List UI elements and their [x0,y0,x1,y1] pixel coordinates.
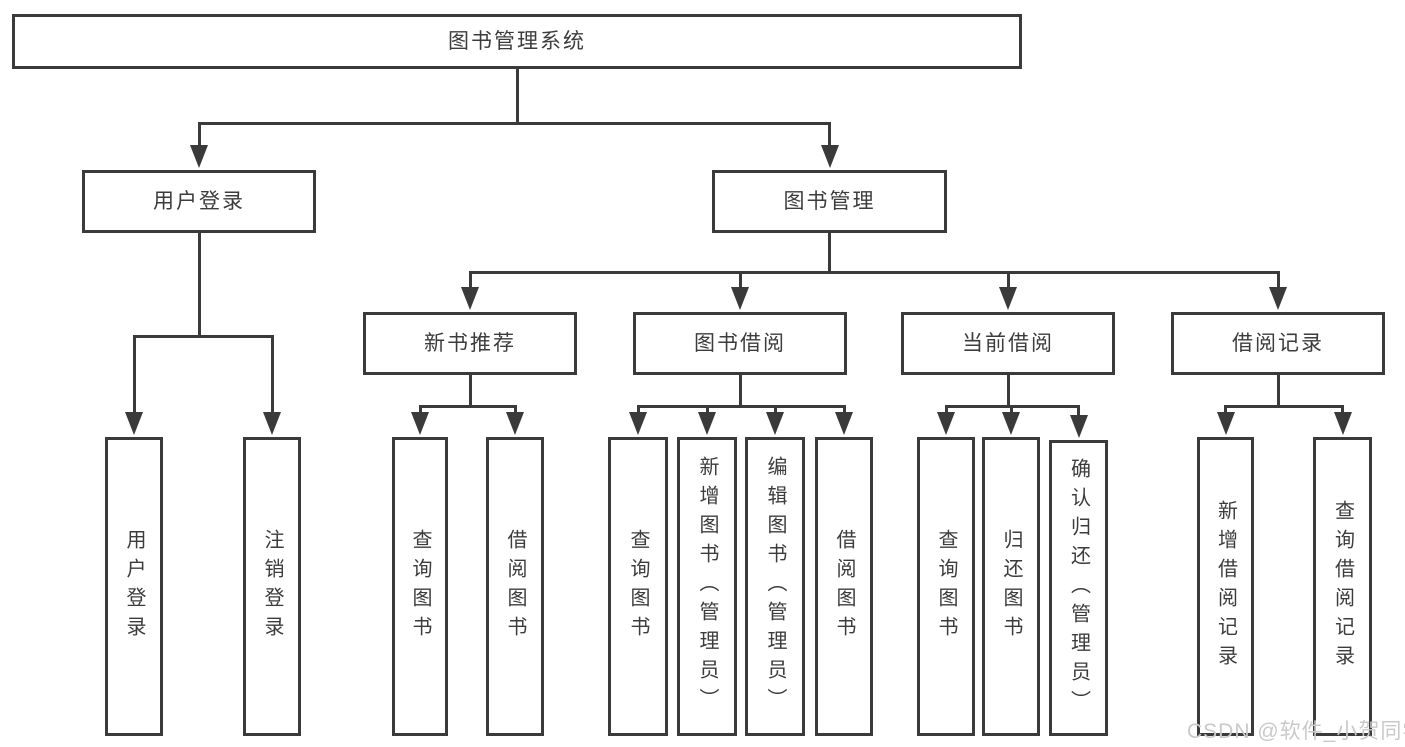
node-nb-borrow-books: 借阅图书 [486,437,544,736]
node-label: 查询图书 [627,528,649,645]
connector-line [197,122,201,149]
node-label: 借阅图书 [833,528,855,645]
arrow-down-icon [1069,415,1088,438]
node-label: 用户登录 [153,190,245,213]
arrow-down-icon [1002,412,1020,435]
arrow-down-icon [731,287,749,310]
node-label: 注销登录 [261,528,283,645]
node-book-borrowing: 图书借阅 [633,312,847,375]
connector-line [842,405,846,416]
node-cb-query-books: 查询图书 [917,437,975,736]
arrow-down-icon [411,412,429,435]
node-user-login: 用户登录 [82,170,316,233]
connector-line [197,233,201,338]
connector-line [738,271,742,291]
connector-line [418,405,422,416]
node-label: 查询借阅记录 [1331,499,1354,674]
connector-line [468,271,472,291]
connector-line [738,375,742,408]
node-library-management-system: 图书管理系统 [12,14,1022,69]
connector-line [418,405,517,408]
connector-line [1077,405,1080,419]
connector-line [773,405,777,416]
node-book-management: 图书管理 [712,170,947,233]
connector-line [1224,405,1227,416]
connector-line [1009,405,1013,416]
node-label: 当前借阅 [962,332,1054,355]
node-bb-edit-books-admin: 编辑图书（管理员） [745,437,805,736]
connector-line [705,405,709,416]
connector-line [468,375,472,408]
arrow-down-icon [263,412,281,435]
node-cb-confirm-return-admin: 确认归还（管理员） [1049,440,1108,736]
node-nb-query-books: 查询图书 [392,437,448,736]
connector-line [132,335,274,338]
node-bb-add-books-admin: 新增图书（管理员） [677,437,737,736]
connector-line [132,335,136,416]
watermark: CSDN @软件_小贺同学 [1187,720,1405,743]
node-new-book-recommendation: 新书推荐 [363,312,577,375]
connector-line [1341,405,1344,416]
arrow-down-icon [1269,287,1287,310]
node-bb-borrow-books: 借阅图书 [815,437,873,736]
node-bb-query-books: 查询图书 [608,437,668,736]
node-label: 图书管理系统 [448,30,586,53]
arrow-down-icon [461,287,479,310]
connector-line [468,271,1280,274]
node-label: 图书借阅 [694,332,786,355]
node-label: 图书管理 [783,190,876,213]
connector-line [1276,375,1280,408]
arrow-down-icon [820,145,839,168]
node-label: 编辑图书（管理员） [764,456,786,717]
node-user-login-op: 用户登录 [105,437,163,736]
arrow-down-icon [506,412,524,435]
node-label: 用户登录 [123,528,145,645]
connector-line [828,233,831,274]
connector-line [515,69,519,125]
arrow-down-icon [1333,412,1352,435]
node-logout-op: 注销登录 [243,437,301,736]
connector-line [270,335,274,416]
node-label: 确认归还（管理员） [1067,457,1090,719]
arrow-down-icon [190,145,208,168]
arrow-down-icon [766,412,784,435]
connector-line [1006,271,1010,291]
arrow-down-icon [1216,412,1235,435]
connector-line [1224,405,1344,408]
connector-line [1006,375,1010,408]
connector-line [1276,271,1280,291]
arrow-down-icon [125,412,143,435]
connector-line [636,405,846,408]
connector-line [828,122,831,149]
connector-line [636,405,640,416]
node-label: 新增图书（管理员） [696,456,718,717]
node-current-borrowing: 当前借阅 [901,312,1115,375]
arrow-down-icon [835,412,853,435]
node-br-query-record: 查询借阅记录 [1313,437,1372,736]
node-cb-return-books: 归还图书 [982,437,1040,736]
node-borrowing-records: 借阅记录 [1171,312,1385,375]
node-label: 新增借阅记录 [1214,499,1237,674]
arrow-down-icon [937,412,955,435]
connector-line [197,122,831,125]
node-label: 借阅记录 [1232,332,1324,355]
node-label: 新书推荐 [424,332,516,355]
connector-line [944,405,948,416]
node-label: 归还图书 [1000,528,1022,645]
connector-line [513,405,517,416]
node-label: 查询图书 [935,528,957,645]
node-label: 借阅图书 [504,528,526,645]
node-br-add-record: 新增借阅记录 [1197,437,1254,736]
node-label: 查询图书 [409,528,431,645]
arrow-down-icon [698,412,716,435]
arrow-down-icon [629,412,647,435]
arrow-down-icon [999,287,1017,310]
